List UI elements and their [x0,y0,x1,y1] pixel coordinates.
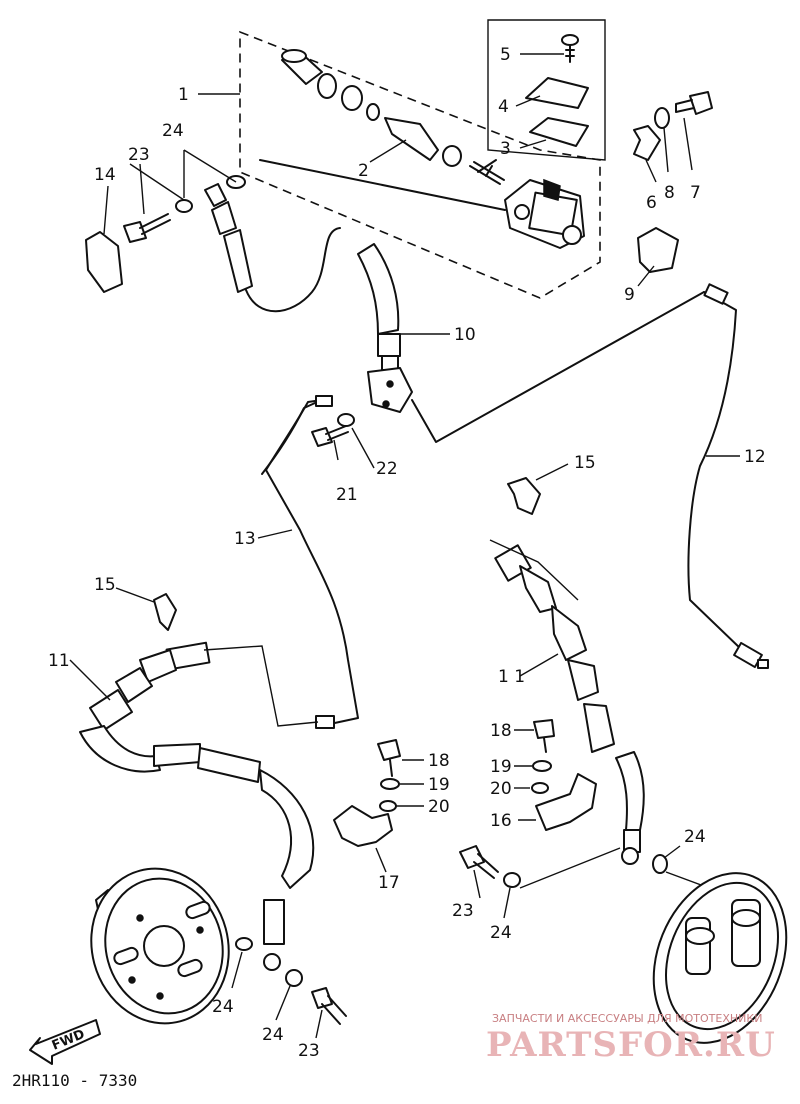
callout-24-left-plate: 24 [212,997,234,1017]
callout-18-center: 18 [428,751,450,771]
callout-3: 3 [500,139,511,159]
master-cylinder-body [504,178,585,249]
washer-24-mid-right [503,872,521,888]
leader-clip-right [489,539,579,601]
callout-18-right: 18 [490,721,512,741]
cover-part-9 [637,227,679,273]
callout-24-bottom: 24 [262,1025,284,1045]
upper-brake-hose [204,159,506,313]
fwd-arrow-icon: FWD [29,1019,101,1065]
callout-13: 13 [234,529,256,549]
bolt-part-23-bottom [311,987,347,1025]
callout-17: 17 [378,873,400,893]
callout-23-bottom: 23 [298,1041,320,1061]
clamp-part-6 [633,125,661,161]
bolt-part-18-center [377,739,401,777]
watermark-brand: PARTSFOR.RU [486,1025,776,1065]
bolt-part-7 [675,91,713,115]
boot-part-14 [85,231,123,293]
washer-part-19-right [532,760,552,772]
callout-12: 12 [744,447,766,467]
callout-4: 4 [498,97,509,117]
callout-11-left: 11 [48,651,70,671]
callout-15-left: 15 [94,575,116,595]
master-cylinder-internals [281,49,505,185]
washer-part-20-center [379,800,397,812]
callout-23-right: 23 [452,901,474,921]
callout-11-right: 1 1 [498,667,525,687]
reservoir-cap-part-4 [525,77,589,109]
left-brake-plate [90,867,230,1025]
pipe-12-upper-fitting [703,283,729,305]
callout-20-center: 20 [428,797,450,817]
washer-24-top-left [175,199,193,213]
callout-5: 5 [500,45,511,65]
callout-23-top: 23 [128,145,150,165]
pipe-12-lower-fitting [733,641,769,669]
brake-hose-part-11-right [494,544,645,865]
leader-washer-right [519,847,621,889]
callout-14: 14 [94,165,116,185]
leader-hose-to-pipe-left [203,645,319,727]
bolt-part-23-top [123,213,171,243]
washer-24-bottom [285,969,303,987]
bolt-part-18-right [533,719,555,753]
washer-part-22 [337,413,355,427]
screw-part-5 [561,34,579,63]
bolt-part-21 [311,425,349,447]
callout-21: 21 [336,485,358,505]
callout-9: 9 [624,285,635,305]
brake-joint-block [367,367,413,413]
diagram-code: 2HR110 - 7330 [12,1071,137,1090]
clamp-part-16 [535,773,597,831]
clip-part-15-left [153,593,177,631]
callout-19-center: 19 [428,775,450,795]
pipe-13-lower-fitting [315,715,335,729]
watermark-tagline: ЗАПЧАСТИ И АКСЕССУАРЫ ДЛЯ МОТОТЕХНИКИ [492,1012,762,1025]
washer-part-19-center [380,778,400,790]
master-cylinder-subkit-outline [487,19,606,161]
diaphragm-part-3 [529,117,589,147]
master-cylinder-kit-outline [239,30,601,299]
callout-10: 10 [454,325,476,345]
brake-pipe-part-12 [687,291,743,651]
callout-20-right: 20 [490,779,512,799]
callout-1: 1 [178,85,189,105]
callout-leaders [69,53,740,1039]
clip-part-15-right [507,477,541,515]
callout-19-right: 19 [490,757,512,777]
callout-6: 6 [646,193,657,213]
callout-22: 22 [376,459,398,479]
bolt-part-23-right [459,845,499,879]
clamp-part-17 [333,805,393,847]
callout-24-plate-right: 24 [684,827,706,847]
brake-hose-part-11-left [79,641,315,971]
callout-8: 8 [664,183,675,203]
washer-24-plate-right [652,854,668,874]
callout-7: 7 [690,183,701,203]
callout-16: 16 [490,811,512,831]
hose-part-10 [357,243,401,371]
callout-24-top: 24 [162,121,184,141]
callout-24-mid-right: 24 [490,923,512,943]
callout-2: 2 [358,161,369,181]
washer-part-8 [654,107,670,129]
right-brake-plate [652,872,788,1044]
callout-15-right: 15 [574,453,596,473]
washer-24-left-plate [235,937,253,951]
washer-part-20-right [531,782,549,794]
pipe-13-upper-fitting [315,395,333,407]
